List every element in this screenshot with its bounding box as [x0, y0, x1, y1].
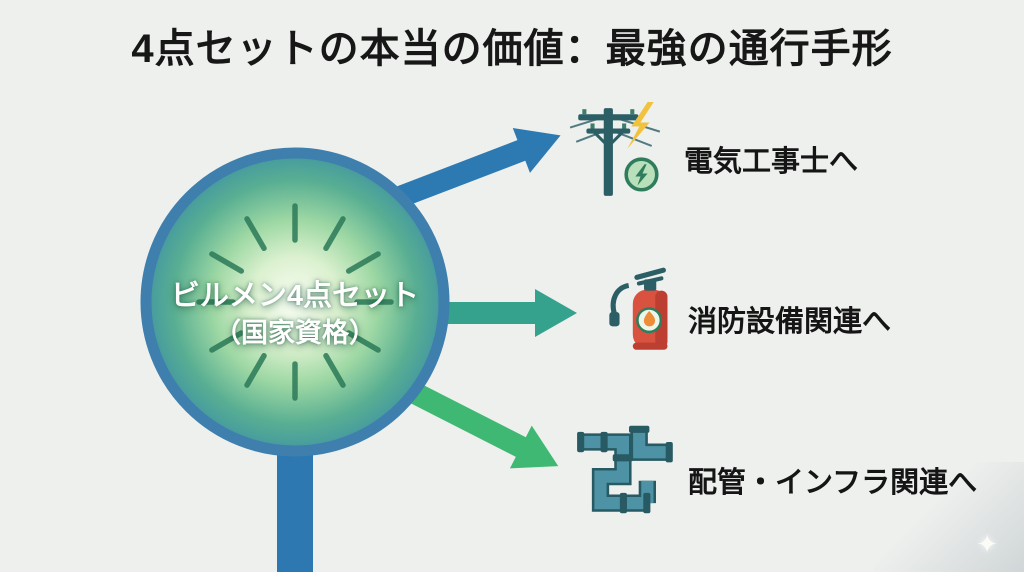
branch-label-piping-infra: 配管・インフラ関連へ — [688, 467, 978, 499]
arrow-to-electrician — [396, 128, 561, 207]
fire-extinguisher-icon — [592, 258, 694, 367]
hub-rays — [196, 203, 394, 401]
corner-shading — [874, 462, 1024, 572]
hub-label-line2: （国家資格） — [214, 318, 376, 349]
hub-label-line1: ビルメン4点セット — [170, 280, 420, 312]
glowing-sun-circle-icon — [140, 147, 450, 457]
page-title: 4点セットの本当の価値：最強の通行手形 — [131, 27, 893, 71]
utility-pole-icon — [566, 100, 668, 207]
arrow-to-fire-equipment — [445, 289, 577, 337]
hub-label: ビルメン4点セット （国家資格） — [125, 280, 465, 349]
arrow-to-piping-infra — [400, 378, 559, 469]
pipes-icon — [572, 416, 684, 526]
branch-label-fire-equipment: 消防設備関連へ — [688, 306, 892, 338]
sparkle-icon: ✦ — [976, 529, 998, 559]
branch-label-electrician: 電気工事士へ — [684, 146, 859, 178]
